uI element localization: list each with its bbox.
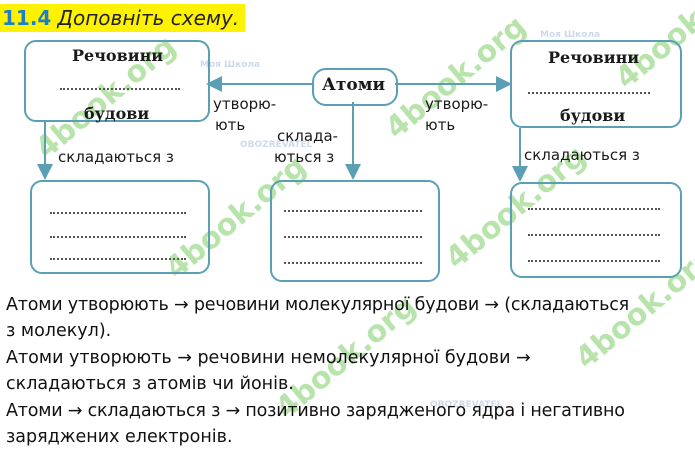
box-right-title: Речовини xyxy=(548,48,640,67)
box-left-title: Речовини xyxy=(72,46,164,65)
blank-line xyxy=(284,210,422,212)
answer-line-3: Атоми утворюють → речовини немолекулярно… xyxy=(6,348,531,368)
edge-left-label-2: ють xyxy=(215,116,246,134)
right-down-label: складаються з xyxy=(524,146,640,164)
box-left-subtitle: будови xyxy=(84,104,150,123)
task-text: Доповніть схему. xyxy=(57,6,240,30)
answer-line-2: з молекул). xyxy=(6,321,112,341)
box-right-subtitle: будови xyxy=(560,106,626,125)
box-atoms-title: Атоми xyxy=(322,75,386,95)
left-down-label: складаються з xyxy=(58,148,174,166)
box-bottom-left xyxy=(30,180,210,274)
blank-line xyxy=(284,236,422,238)
answer-line-6: заряджених електронів. xyxy=(6,427,233,447)
blank-line xyxy=(528,260,660,262)
blank-line xyxy=(528,92,650,94)
box-bottom-center xyxy=(270,180,440,282)
blank-line xyxy=(528,208,660,210)
task-heading: 11.4 Доповніть схему. xyxy=(0,4,246,32)
edge-right-label-2: ють xyxy=(425,116,456,134)
blank-line xyxy=(528,234,660,236)
blank-line xyxy=(60,88,180,90)
blank-line xyxy=(50,258,186,260)
edge-center-label-2: ються з xyxy=(274,148,335,166)
box-substances-right xyxy=(510,40,682,128)
edge-center-label-1: склада- xyxy=(277,127,339,145)
answer-line-5: Атоми → складаються з → позитивно зарядж… xyxy=(6,401,625,421)
box-substances-left xyxy=(24,40,210,122)
edge-right-label-1: утворю- xyxy=(425,95,489,113)
answer-line-1: Атоми утворюють → речовини молекулярної … xyxy=(6,295,629,315)
blank-line xyxy=(50,236,186,238)
box-atoms xyxy=(312,68,398,106)
blank-line xyxy=(284,262,422,264)
blank-line xyxy=(50,212,186,214)
task-number: 11.4 xyxy=(2,6,52,30)
answer-line-4: складаються з атомів чи йонів. xyxy=(6,374,294,394)
box-bottom-right xyxy=(510,182,682,278)
diagram-connectors xyxy=(37,76,528,182)
edge-left-label-1: утворю- xyxy=(213,95,277,113)
